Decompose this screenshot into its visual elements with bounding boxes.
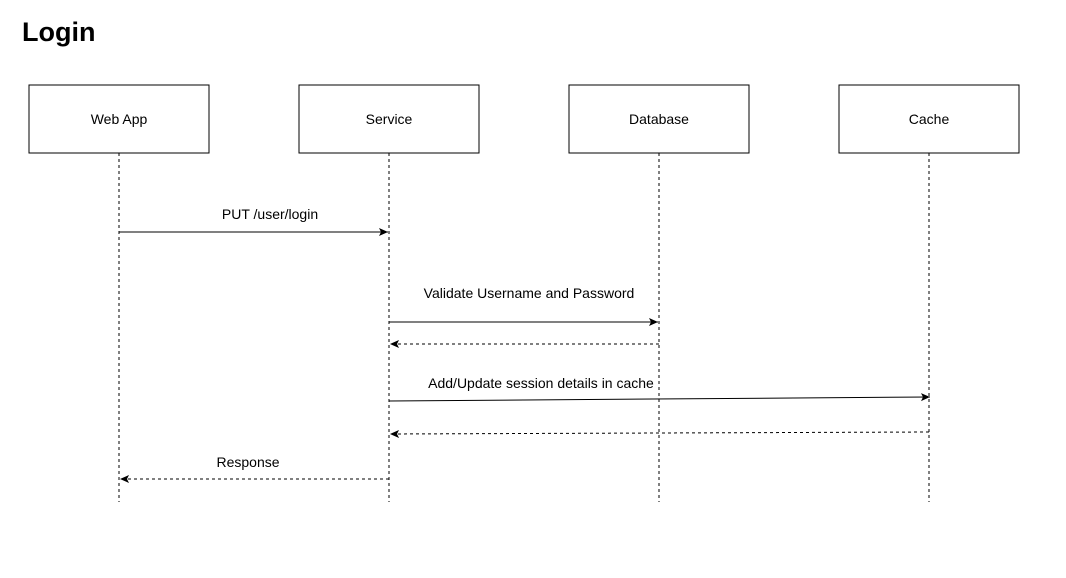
participant-database: Database (568, 84, 750, 154)
participant-cache: Cache (838, 84, 1020, 154)
message-label: Response (216, 454, 279, 470)
participant-label: Database (629, 111, 689, 127)
message-validate-credentials: Validate Username and Password (389, 285, 658, 326)
message-label: Add/Update session details in cache (428, 375, 654, 391)
message-update-cache: Add/Update session details in cache (388, 375, 931, 402)
participant-label: Cache (909, 111, 950, 127)
participant-label: Web App (91, 111, 148, 127)
participant-label: Service (366, 111, 413, 127)
message-put-login: PUT /user/login (119, 206, 388, 236)
diagram-title: Login (22, 17, 96, 47)
participant-web-app: Web App (28, 84, 210, 154)
participant-service: Service (298, 84, 480, 154)
message-label: PUT /user/login (222, 206, 318, 222)
message-cache-return (389, 429, 930, 438)
message-label: Validate Username and Password (424, 285, 635, 301)
message-response: Response (120, 454, 389, 483)
